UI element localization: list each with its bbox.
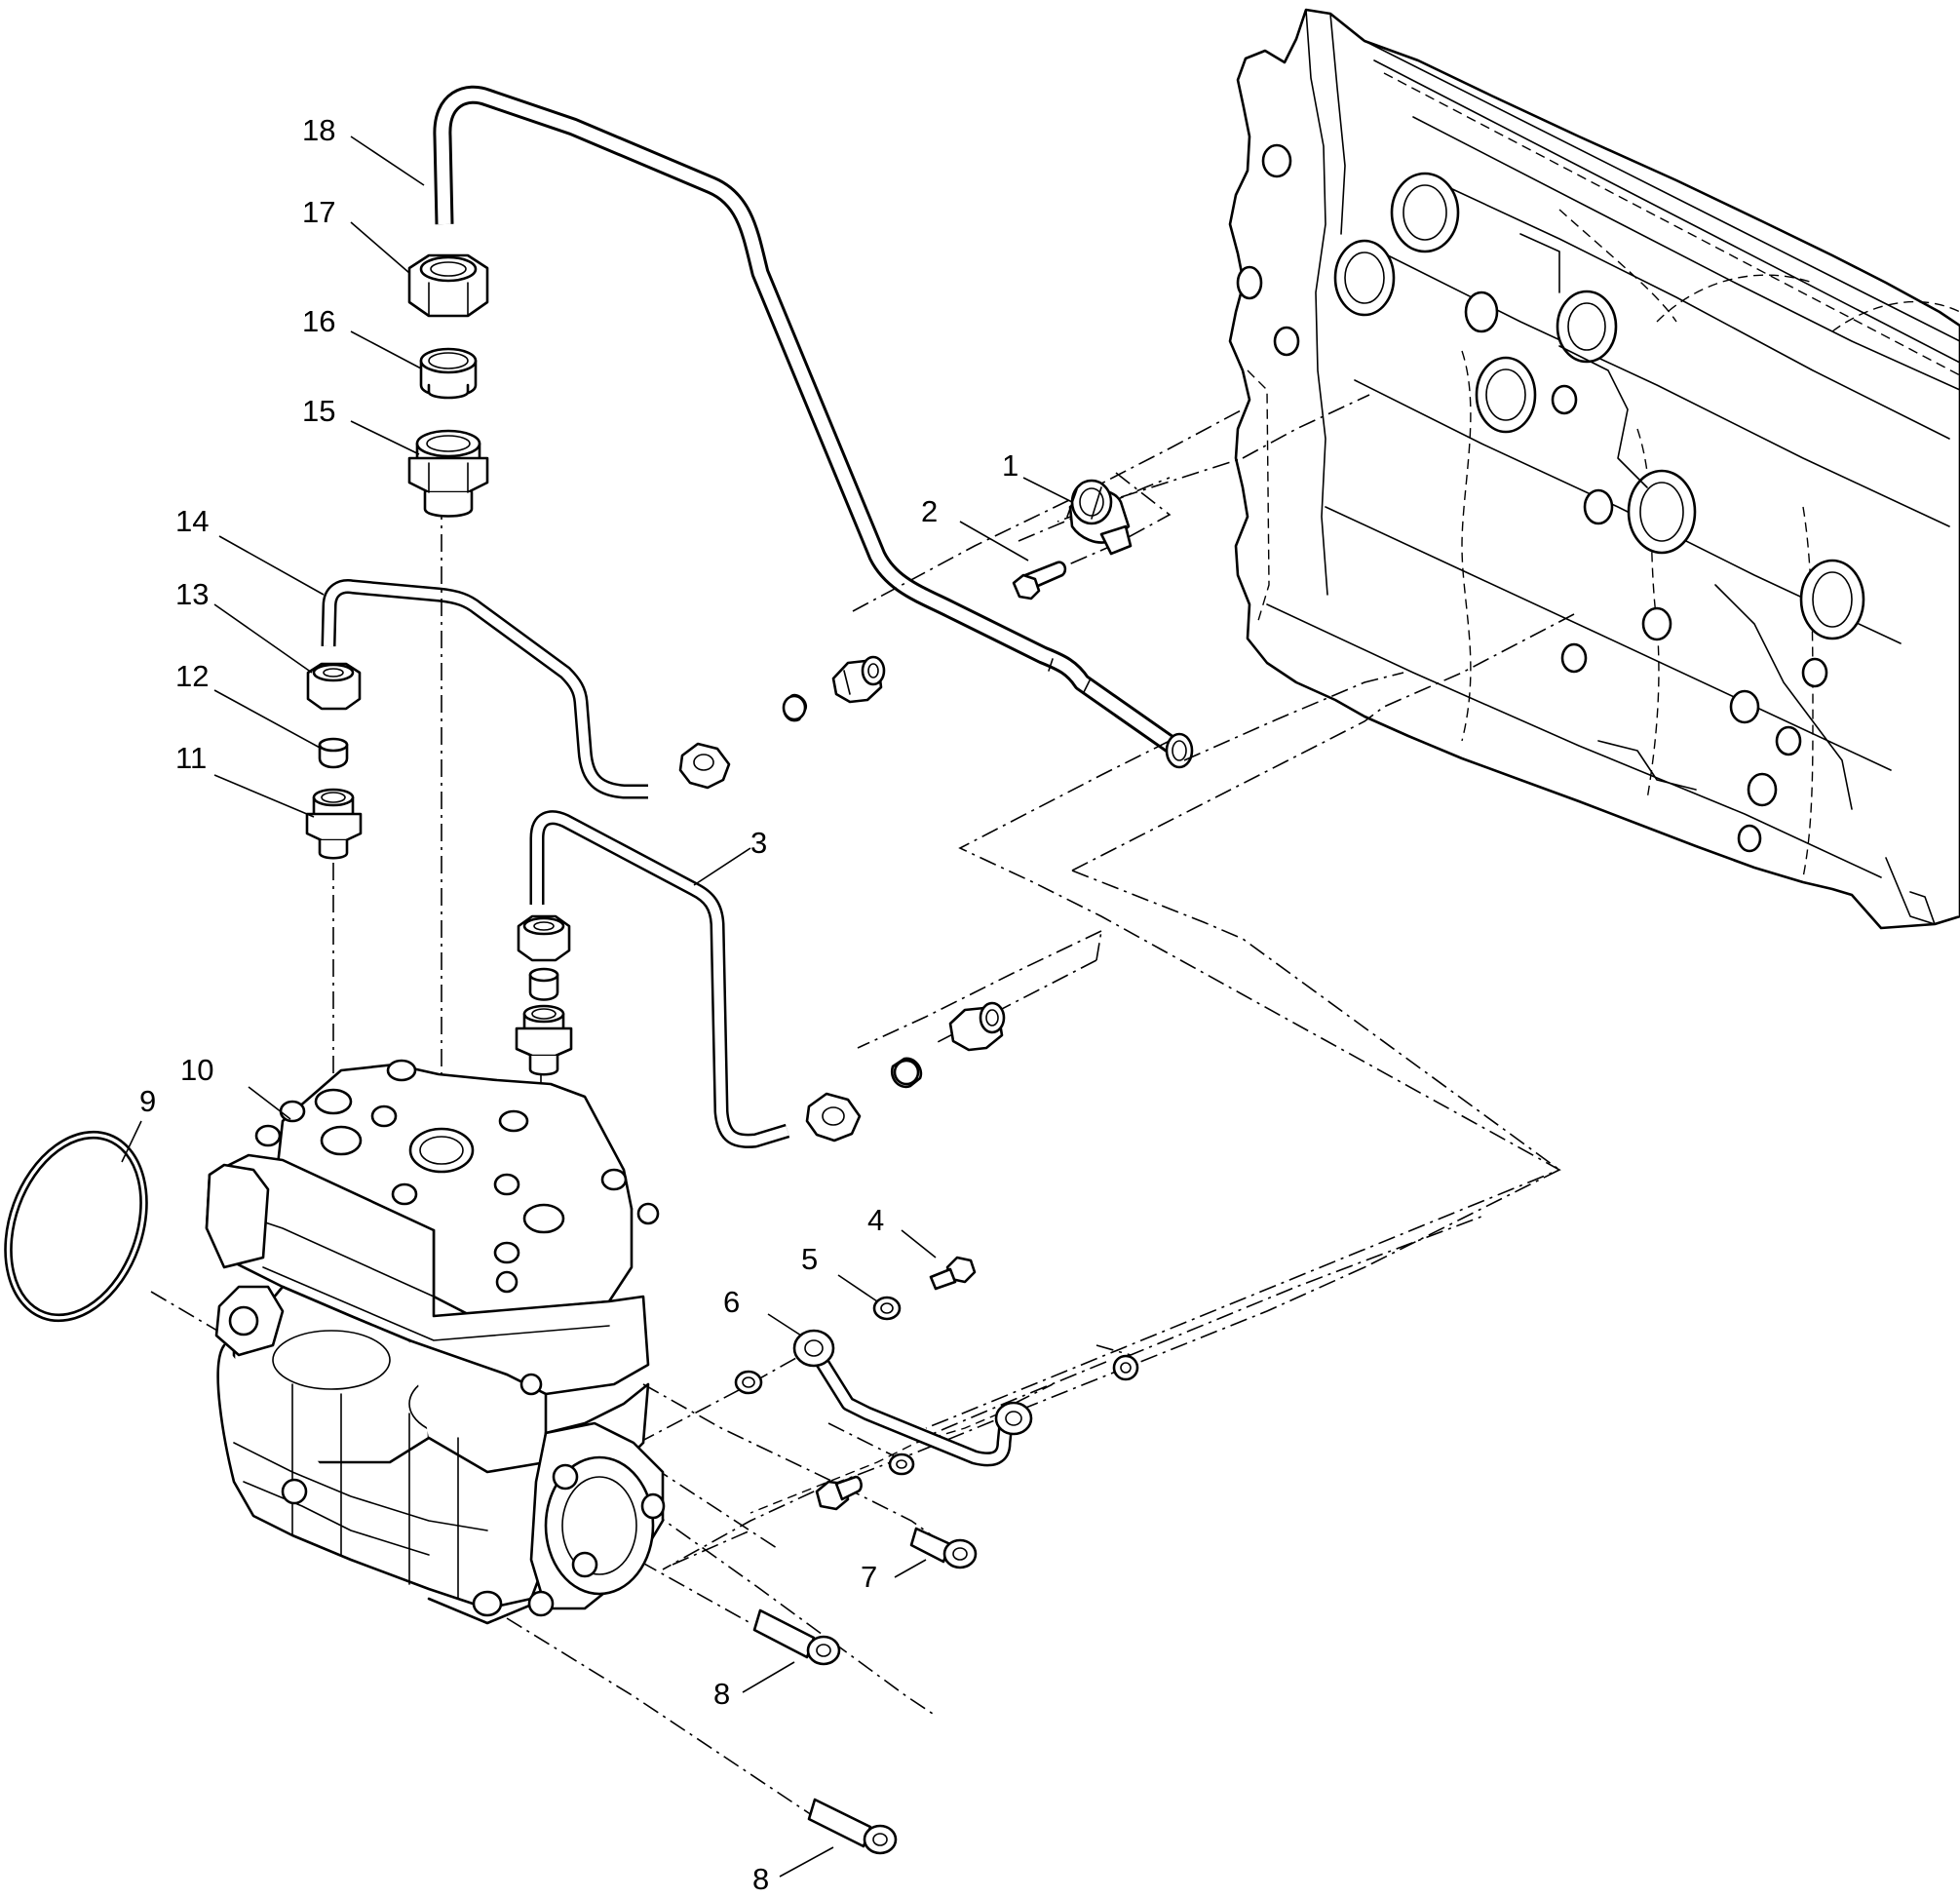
part-11-adapter: [305, 788, 363, 860]
callout-1: 1: [1002, 448, 1018, 483]
part-8-bolt-upper: [752, 1608, 841, 1666]
part-8-bolt-lower: [807, 1798, 898, 1855]
part-13-nut: [306, 662, 362, 711]
centerlines: [150, 394, 1575, 1843]
part-1-fitting: [1066, 479, 1133, 556]
callout-3: 3: [750, 826, 767, 860]
leader-lines: [121, 136, 1073, 1878]
pipe-3: [529, 810, 790, 1148]
callout-11: 11: [175, 741, 207, 775]
pipe-3-fittings: [515, 914, 573, 1076]
callout-5: 5: [801, 1242, 818, 1276]
callout-13: 13: [175, 577, 209, 611]
callout-14: 14: [175, 504, 209, 538]
callout-8-upper: 8: [713, 1677, 730, 1711]
part-2-bolt: [1012, 561, 1067, 600]
part-6-oil-pipe: [792, 1329, 1033, 1467]
callout-9: 9: [139, 1084, 156, 1118]
callout-17: 17: [302, 195, 335, 229]
pipe-14-end-fittings: [678, 655, 886, 790]
callout-18: 18: [302, 113, 335, 147]
callouts: 1 2 3 4 5 6 7 8 8 9 10 11 12 13 14 15 16…: [139, 113, 1018, 1896]
callout-6: 6: [723, 1285, 740, 1319]
banjo-bolt: [815, 1475, 863, 1511]
pipe-14: [321, 579, 648, 799]
part-15-adapter: [407, 429, 489, 518]
part-4-plug: [929, 1256, 977, 1291]
pipe-3-end-fittings: [805, 1001, 1006, 1143]
callout-4: 4: [867, 1203, 884, 1237]
callout-8-lower: 8: [752, 1862, 769, 1896]
part-10-compressor: [205, 1059, 666, 1625]
callout-12: 12: [175, 659, 209, 693]
part-5-washer: [872, 1296, 902, 1321]
oil-line-washers: [734, 1354, 1139, 1476]
part-9-o-ring: [4, 1130, 148, 1323]
callout-16: 16: [302, 304, 335, 338]
part-12-sleeve: [318, 737, 349, 769]
part-7-bolt: [909, 1527, 978, 1569]
callout-15: 15: [302, 394, 335, 428]
callout-10: 10: [180, 1053, 213, 1087]
engine-block: [1228, 8, 1960, 930]
callout-2: 2: [921, 494, 938, 528]
callout-7: 7: [861, 1560, 877, 1594]
part-16-sleeve: [419, 347, 478, 400]
part-17-nut: [407, 253, 489, 318]
